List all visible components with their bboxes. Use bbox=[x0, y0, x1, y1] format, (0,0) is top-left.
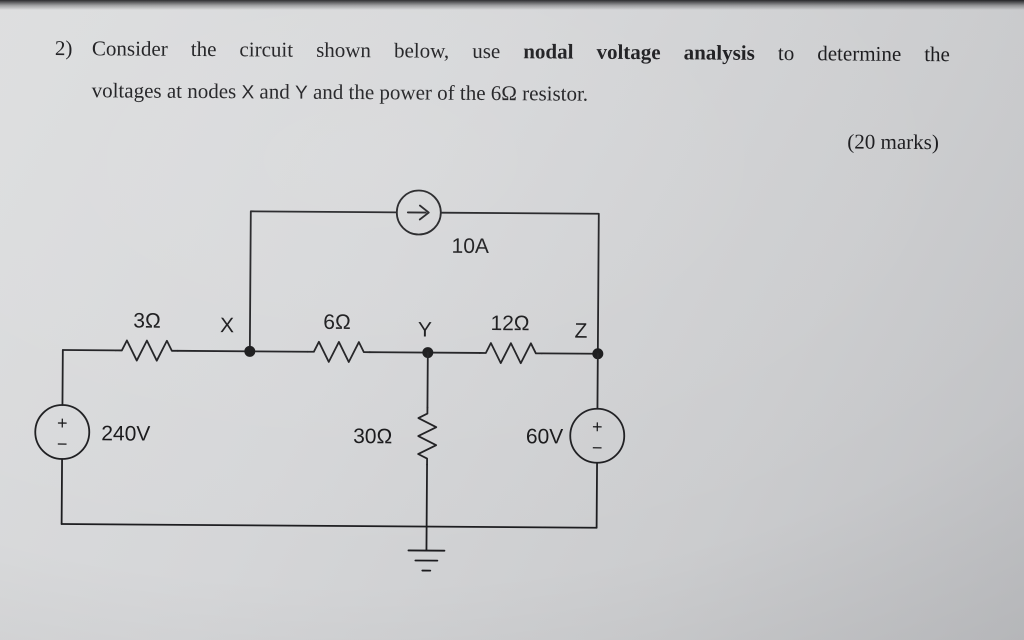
source-240v-plus-sign: + bbox=[57, 413, 68, 433]
node-z-label: Z bbox=[574, 320, 587, 343]
source-60v-minus-sign: − bbox=[592, 438, 603, 458]
resistor-6ohm bbox=[306, 340, 371, 363]
ground-icon bbox=[407, 549, 446, 572]
node-x-dot bbox=[244, 345, 256, 357]
source-60v-label: 60V bbox=[526, 425, 564, 448]
wire-left-branch bbox=[60, 349, 64, 525]
photo-dark-edge bbox=[0, 0, 1024, 10]
resistor-6ohm-label: 6Ω bbox=[323, 311, 351, 334]
wire-bottom bbox=[60, 523, 598, 529]
node-y-label: Y bbox=[418, 319, 432, 342]
resistor-30ohm-label: 30Ω bbox=[353, 425, 392, 448]
current-source-circle bbox=[395, 189, 442, 236]
resistor-30ohm bbox=[417, 406, 438, 466]
wire-30ohm-branch bbox=[425, 351, 429, 552]
wire-middle bbox=[61, 349, 599, 355]
resistor-3ohm bbox=[114, 339, 179, 362]
node-x-label: X bbox=[220, 314, 234, 337]
resistor-12ohm bbox=[478, 342, 543, 365]
current-source-label: 10A bbox=[451, 235, 489, 258]
wire-top bbox=[248, 210, 600, 355]
wire-right-branch bbox=[595, 352, 599, 529]
current-source-arrow-icon bbox=[406, 204, 430, 221]
source-60v-circle bbox=[569, 407, 626, 464]
source-60v-plus-sign: + bbox=[592, 417, 603, 437]
resistor-3ohm-label: 3Ω bbox=[133, 310, 161, 333]
source-240v-label: 240V bbox=[101, 422, 150, 445]
source-240v-minus-sign: − bbox=[57, 434, 68, 454]
source-240v-circle bbox=[34, 404, 91, 460]
resistor-12ohm-label: 12Ω bbox=[490, 312, 529, 335]
